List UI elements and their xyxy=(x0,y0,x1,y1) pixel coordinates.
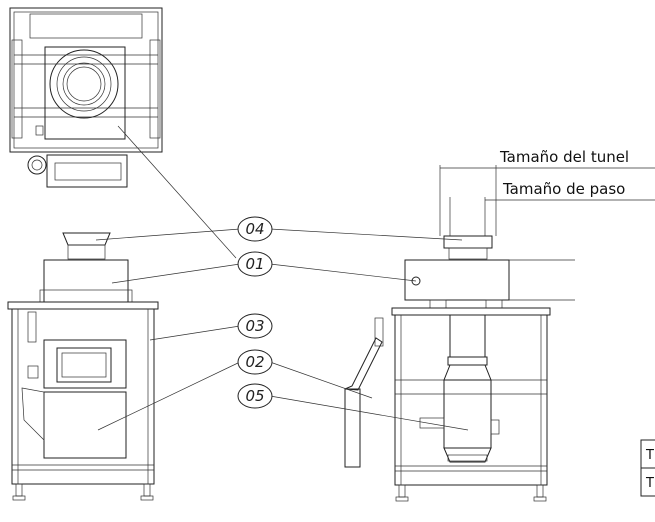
balloon-01: 01 xyxy=(237,251,273,277)
balloon-03: 03 xyxy=(237,313,273,339)
front-view xyxy=(7,232,159,501)
spec-table-row2: T xyxy=(645,476,654,491)
balloon-04: 04 xyxy=(237,216,273,242)
balloon-01-label: 01 xyxy=(245,255,264,273)
balloon-05: 05 xyxy=(237,383,273,409)
balloon-04-label: 04 xyxy=(245,220,264,238)
balloon-02-label: 02 xyxy=(245,353,264,371)
top-view xyxy=(9,7,163,188)
side-view xyxy=(344,165,655,502)
tunnel-size-label: Tamaño del tunel xyxy=(499,148,629,166)
leader-lines xyxy=(95,125,469,431)
balloon-03-label: 03 xyxy=(245,317,264,335)
balloon-02: 02 xyxy=(237,349,273,375)
spec-table-fragment: T T xyxy=(640,439,655,497)
spec-table-row1: T xyxy=(645,448,654,463)
balloon-05-label: 05 xyxy=(245,387,264,405)
pass-size-label: Tamaño de paso xyxy=(502,180,625,198)
